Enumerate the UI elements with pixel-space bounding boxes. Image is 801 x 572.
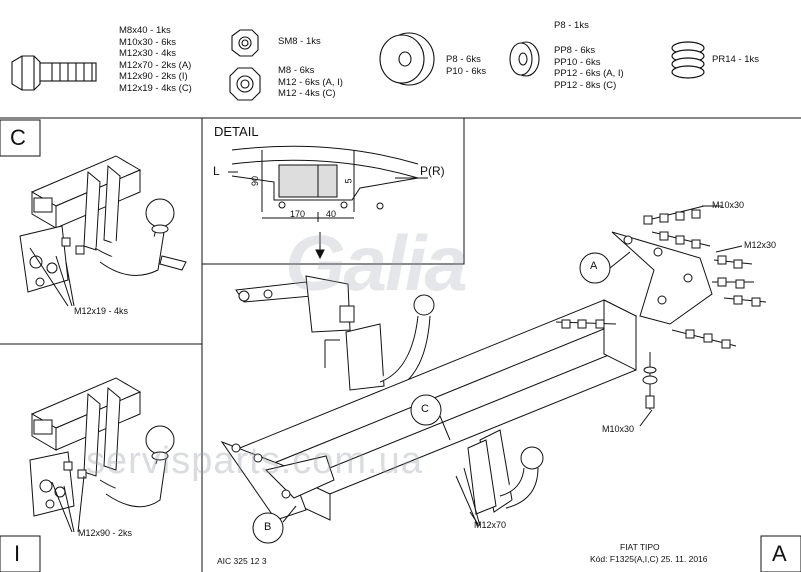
- nut-icon: [229, 67, 261, 101]
- ball-assembly-c: [19, 155, 187, 307]
- m10x30-bottom-label: M10x30: [602, 424, 635, 434]
- callout-b: B: [264, 521, 272, 533]
- site-watermark: servisparts.com.ua: [86, 440, 423, 482]
- aic-code: AIC 325 12 3: [217, 556, 267, 566]
- panel-c-letter: C: [10, 125, 26, 150]
- detail-title: DETAIL: [214, 124, 259, 139]
- washer-small-list: PP8 - 6ks PP10 - 6ks PP12 - 6ks (A, I) P…: [554, 45, 624, 91]
- i-bolt-label: M12x90 - 2ks: [78, 528, 133, 538]
- nut-small-icon: [231, 29, 259, 57]
- dim-170: 170: [290, 209, 306, 219]
- brand-watermark: Galia: [285, 219, 468, 307]
- spring-icon: [671, 41, 705, 79]
- m10x30-top-label: M10x30: [712, 200, 745, 210]
- nut-list: M8 - 6ks M12 - 6ks (A, I) M12 - 4ks (C): [278, 65, 343, 100]
- nut-sm-label: SM8 - 1ks: [278, 36, 321, 47]
- washer-small-icon: [509, 41, 540, 77]
- dim-90: 90: [250, 175, 261, 187]
- panel-i-letter: I: [14, 541, 21, 566]
- dim-5: 5: [343, 178, 354, 184]
- c-bolt-label: M12x19 - 4ks: [74, 306, 129, 316]
- dim-40: 40: [326, 209, 337, 219]
- detail-right-label: P(R): [420, 164, 445, 178]
- detail-left-label: L: [213, 164, 220, 178]
- spring-label: PR14 - 1ks: [712, 54, 759, 65]
- washer-large-icon: [379, 32, 435, 86]
- ball-assembly-i: [29, 377, 175, 533]
- washer-large-list: P8 - 6ks P10 - 6ks: [446, 54, 487, 77]
- bolt-list: M8x40 - 1ks M10x30 - 6ks M12x30 - 4ks M1…: [119, 25, 192, 94]
- drawing-code: Kód: F1325(A,I,C) 25. 11. 2016: [590, 554, 708, 564]
- callout-c: C: [421, 403, 429, 415]
- m12x70-label: M12x70: [474, 520, 507, 530]
- washer-p8-label: P8 - 1ks: [554, 20, 589, 31]
- detail-section: [228, 145, 428, 260]
- model-name: FIAT TIPO: [620, 542, 660, 552]
- bolt-icon: [11, 55, 97, 91]
- panel-a-letter: A: [772, 541, 787, 566]
- main-towbar: [220, 205, 767, 544]
- callout-a: A: [590, 260, 598, 272]
- m12x30-label: M12x30: [744, 240, 777, 250]
